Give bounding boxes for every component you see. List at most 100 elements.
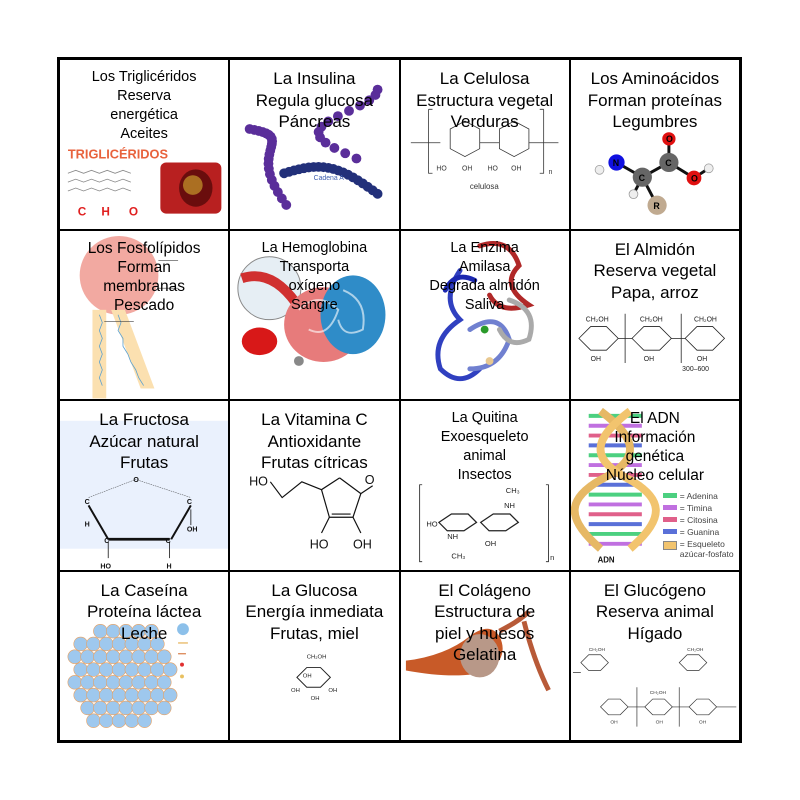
cell-line: Verduras <box>450 112 519 131</box>
cell-line: Frutas cítricas <box>261 453 368 472</box>
casein-submicelle <box>73 661 88 677</box>
cell-text: Los Aminoácidos Forman proteínas Legumbr… <box>571 68 739 133</box>
svg-text:HO: HO <box>426 520 437 529</box>
casein-submicelle <box>124 687 140 702</box>
cell-text: El Almidón Reserva vegetal Papa, arroz <box>571 239 739 304</box>
amino-bead <box>323 116 334 127</box>
collagen-fiber-image <box>405 609 551 691</box>
amino-bead <box>320 137 331 148</box>
cell-text: La Fructosa Azúcar natural Frutas <box>60 409 228 474</box>
svg-text:CH₂OH: CH₂OH <box>649 690 666 696</box>
amino-bead <box>355 100 366 111</box>
amino-bead <box>364 95 375 106</box>
cellulose-label: celulosa <box>469 182 498 191</box>
casein-submicelle <box>111 661 127 677</box>
casein-submicelle <box>93 700 108 715</box>
amylase-protein-image <box>434 240 534 381</box>
casein-submicelle <box>105 649 121 664</box>
casein-submicelle <box>80 649 95 664</box>
cell-title: La Fructosa <box>99 410 189 429</box>
cell-title: Los Triglicéridos <box>91 69 197 85</box>
casein-submicelle <box>86 661 101 677</box>
svg-text:n: n <box>550 553 554 562</box>
casein-submicelle <box>157 700 172 715</box>
cell-text: Los Fosfolípidos Forman membranas Pescad… <box>60 239 228 315</box>
atom-c: C <box>78 205 87 219</box>
svg-text:O: O <box>365 473 375 487</box>
cell-text: La Enzima Amilasa Degrada almidón Saliva <box>401 239 569 315</box>
cell-insulina[interactable]: Cadena A La Insulina Regula glucosa Pánc… <box>229 59 400 230</box>
casein-submicelle <box>137 713 152 728</box>
cell-line: Transporta <box>279 258 350 275</box>
svg-text:HO: HO <box>100 562 111 569</box>
casein-submicelle <box>93 674 108 690</box>
svg-text:OH: OH <box>329 688 338 694</box>
legend-timina: = Timina <box>679 503 713 513</box>
casein-micelle-image <box>67 622 189 728</box>
cell-title: La Glucosa <box>271 580 358 600</box>
cell-line: Núcleo celular <box>605 467 704 484</box>
cell-colageno[interactable]: El Colágeno Estructura de piel y huesos … <box>399 570 570 741</box>
svg-text:OH: OH <box>462 165 472 172</box>
cell-text: La Celulosa Estructura vegetal Verduras <box>401 68 569 133</box>
casein-submicelle <box>80 700 95 715</box>
svg-text:OH: OH <box>511 165 521 172</box>
casein-submicelle <box>118 700 134 715</box>
casein-submicelle <box>105 674 121 690</box>
cell-trigliceridos[interactable]: TRIGLICÉRIDOS C H O Los Triglicéridos Re… <box>59 59 230 230</box>
cell-line: Aceites <box>120 126 168 142</box>
cell-text: La Insulina Regula glucosa Páncreas <box>230 68 398 133</box>
casein-submicelle <box>67 674 82 690</box>
cell-line: Reserva vegetal <box>593 261 717 280</box>
insulin-chain-image: Cadena A <box>245 84 383 210</box>
cell-line: Información <box>614 429 696 446</box>
amino-bead <box>333 111 344 122</box>
casein-submicelle <box>131 700 146 715</box>
cell-line: Hígado <box>627 623 683 643</box>
esqueleto-swatch <box>662 541 677 550</box>
legend-guanina: = Guanina <box>679 527 720 537</box>
legend-adenina: = Adenina <box>679 491 718 501</box>
cell-enzima[interactable]: La Enzima Amilasa Degrada almidón Saliva <box>399 229 570 400</box>
cell-title: La Caseína <box>100 580 188 600</box>
cell-title: Los Aminoácidos <box>590 69 720 88</box>
casein-submicelle <box>144 674 159 690</box>
cell-hemoglobina[interactable]: La Hemoglobina Transporta oxígeno Sangre <box>229 229 400 400</box>
svg-text:OH: OH <box>697 356 707 363</box>
svg-text:n: n <box>548 169 552 176</box>
citosina-swatch <box>662 517 677 522</box>
casein-submicelle <box>150 661 165 677</box>
casein-submicelle <box>80 674 95 690</box>
cell-title: La Enzima <box>450 239 519 256</box>
cell-line: Forman proteínas <box>587 90 722 110</box>
casein-submicelle <box>105 700 121 715</box>
cell-caseina[interactable]: La Caseína Proteína láctea Leche <box>59 570 230 741</box>
cell-line: membranas <box>103 277 186 295</box>
cell-text: La Caseína Proteína láctea Leche <box>60 580 228 645</box>
amino-bead <box>340 148 351 159</box>
svg-text:HO: HO <box>436 165 447 172</box>
cell-line: Estructura de <box>434 602 536 621</box>
amino-bead <box>281 200 292 210</box>
cell-adn[interactable]: ADN = Adenina = Timina = Citosina = Guan… <box>569 400 740 571</box>
cell-line: energética <box>110 107 178 123</box>
cell-text: El Colágeno Estructura de piel y huesos … <box>401 580 569 666</box>
cell-fosfolipidos[interactable]: Los Fosfolípidos Forman membranas Pescad… <box>59 229 230 400</box>
cell-text: La Hemoglobina Transporta oxígeno Sangre <box>230 239 398 315</box>
atom-h: H <box>101 205 110 219</box>
hemoglobin-image <box>237 255 386 366</box>
cell-line: Papa, arroz <box>610 282 699 302</box>
svg-text:CH₂OH: CH₂OH <box>588 646 605 652</box>
triglyceride-image: TRIGLICÉRIDOS C H O <box>67 147 222 219</box>
